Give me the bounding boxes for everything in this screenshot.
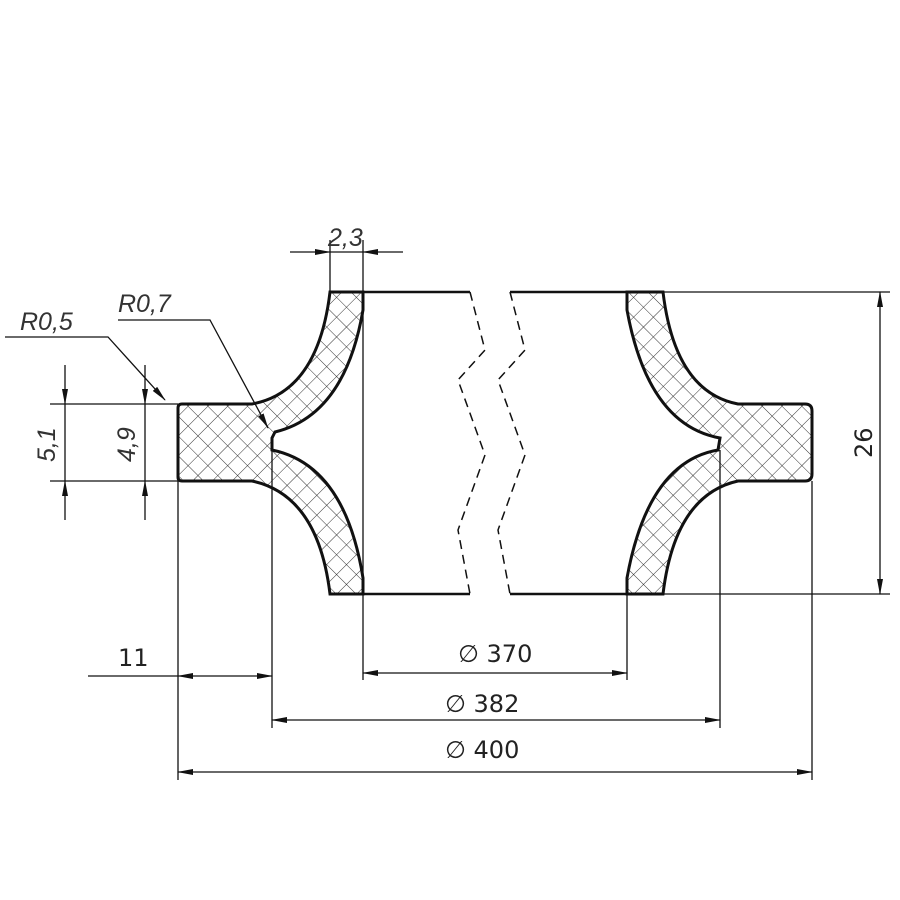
extension-lines bbox=[50, 240, 890, 780]
radius-outer-label: R0,5 bbox=[20, 308, 73, 336]
flange-inner-height-label: 4,9 bbox=[113, 427, 141, 462]
height-label: 26 bbox=[850, 427, 878, 458]
dimension-lines bbox=[5, 249, 883, 775]
diameter-382-label: ∅ 382 bbox=[445, 690, 519, 718]
flange-outer-height-label: 5,1 bbox=[33, 427, 61, 462]
radius-inner-label: R0,7 bbox=[118, 290, 172, 318]
diameter-400-label: ∅ 400 bbox=[445, 736, 519, 764]
break-lines bbox=[457, 291, 526, 595]
offset-label: 11 bbox=[118, 644, 149, 672]
left-section-profile bbox=[176, 290, 365, 596]
thickness-label: 2,3 bbox=[327, 224, 363, 252]
diameter-370-label: ∅ 370 bbox=[458, 640, 532, 668]
right-section-profile bbox=[625, 290, 814, 596]
body-edges bbox=[363, 290, 627, 596]
